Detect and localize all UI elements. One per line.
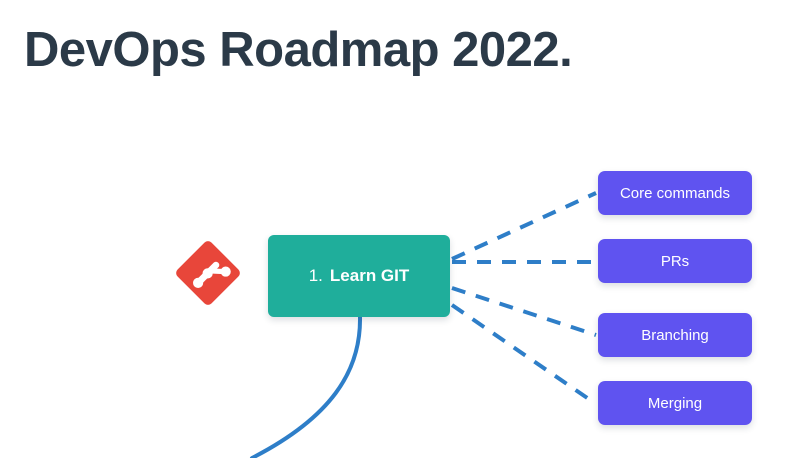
branch-node-label: Branching (641, 326, 709, 344)
branch-node-label: Core commands (619, 184, 731, 202)
dashed-connector-group (450, 191, 598, 406)
page-title: DevOps Roadmap 2022. (24, 23, 573, 77)
git-logo-icon (176, 241, 240, 305)
connector-to-branching (451, 286, 597, 337)
connector-to-merging (450, 303, 598, 406)
central-node-text: 1. Learn GIT (309, 266, 410, 286)
branch-node-branching[interactable]: Branching (598, 313, 752, 357)
branch-node-label: Merging (647, 394, 703, 412)
branch-node-core-commands[interactable]: Core commands (598, 171, 752, 215)
central-node-learn-git[interactable]: 1. Learn GIT (268, 235, 450, 317)
connector-curve-down (250, 315, 363, 458)
central-node-label: Learn GIT (329, 266, 410, 285)
connector-to-core-commands (451, 191, 597, 261)
central-node-index: 1. (308, 266, 323, 285)
branch-node-merging[interactable]: Merging (598, 381, 752, 425)
branch-node-prs[interactable]: PRs (598, 239, 752, 283)
branch-node-label: PRs (660, 252, 690, 270)
